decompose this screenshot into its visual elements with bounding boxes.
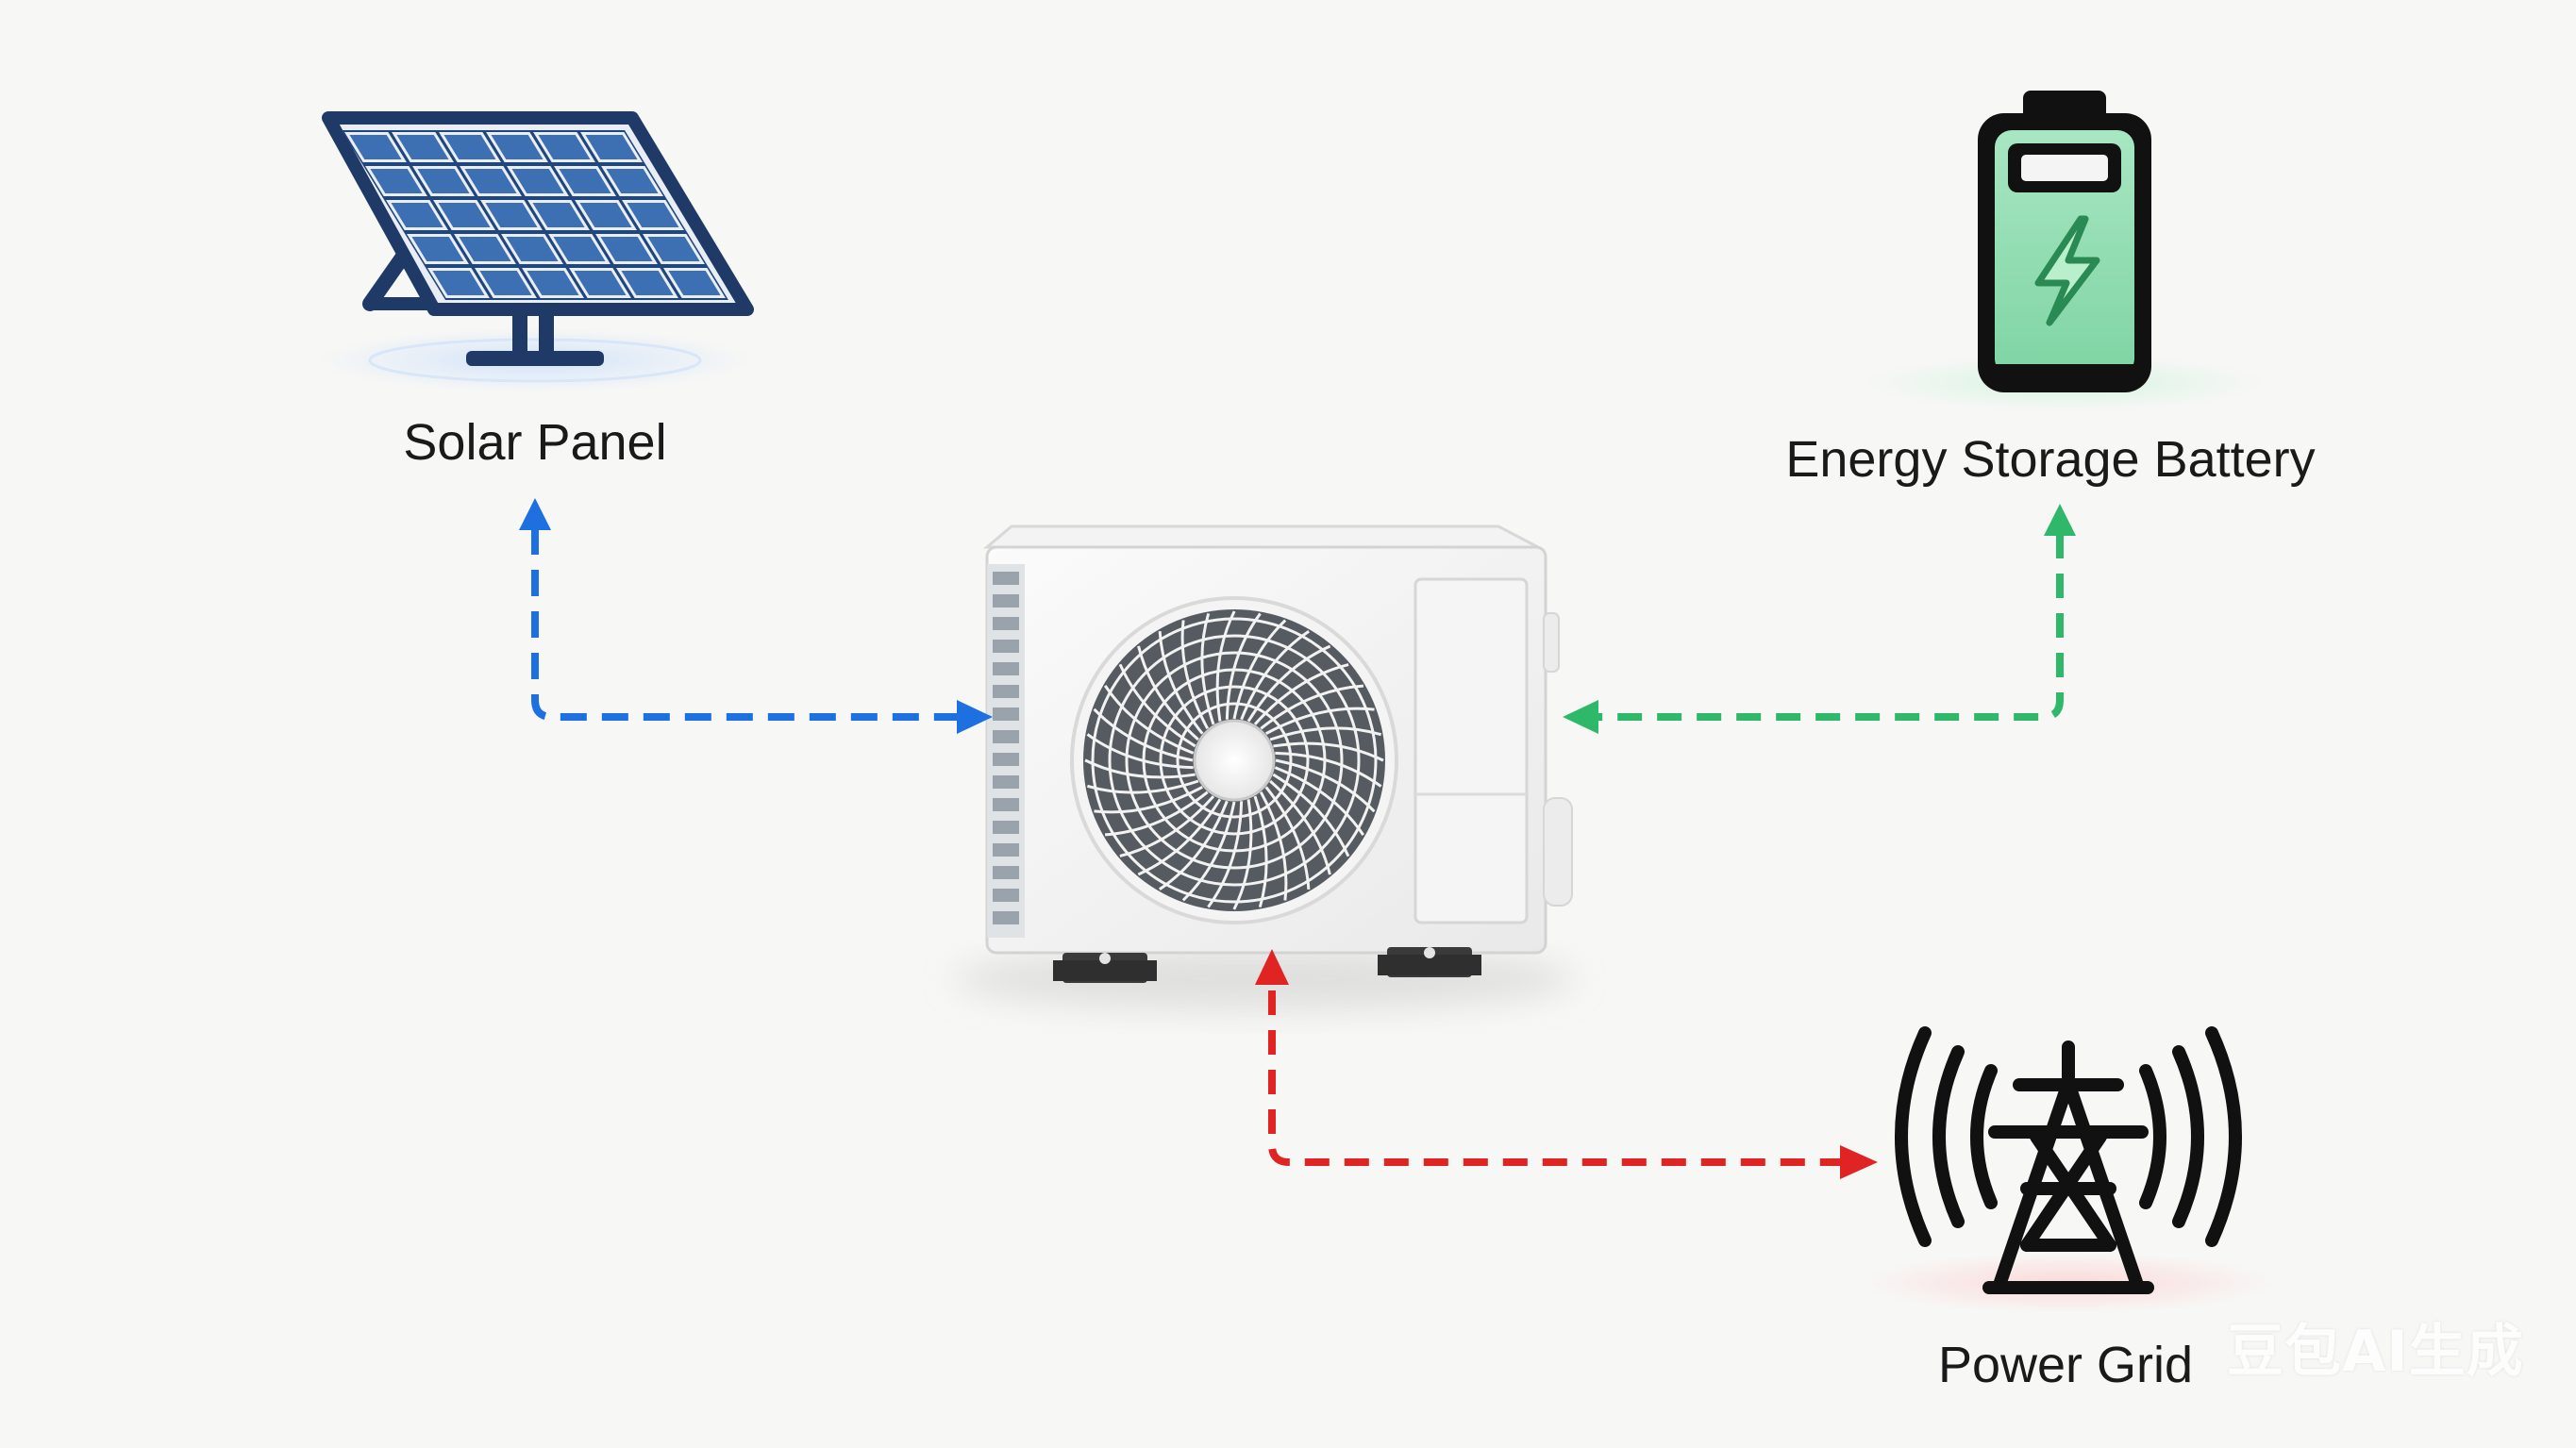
vent-slot — [993, 798, 1019, 811]
fan-spoke — [1253, 795, 1268, 908]
grid-to-unit-connection — [1255, 949, 1878, 1179]
solar-cell — [412, 165, 475, 197]
fan-spoke — [1207, 801, 1244, 908]
solar-cell — [486, 131, 548, 163]
fan-ring — [1125, 651, 1344, 870]
fan-spoke — [1232, 799, 1253, 910]
fan-spoke — [1086, 733, 1194, 770]
fan-spoke — [1260, 684, 1364, 730]
solar-cell — [595, 233, 658, 265]
solar-cell — [554, 165, 616, 197]
fan-spoke — [1118, 663, 1196, 748]
fan-ring — [1091, 617, 1378, 904]
solar-cell — [475, 267, 537, 299]
watermark-text: 豆包AI生成 — [2227, 1319, 2524, 1385]
solar-cell — [392, 131, 454, 163]
transmission-tower-icon — [1861, 1026, 2276, 1313]
fan-spoke — [1180, 620, 1210, 730]
fan-spoke — [1264, 707, 1375, 736]
fan-spoke — [1264, 786, 1311, 890]
fan-spoke — [1137, 645, 1199, 741]
solar-cell — [548, 233, 611, 265]
solar-cell — [533, 131, 595, 163]
solar-cell — [622, 199, 684, 231]
fan-spoke — [1094, 785, 1204, 814]
solar-cell — [439, 131, 501, 163]
vent-slot — [993, 617, 1019, 630]
battery-charging-icon — [1866, 91, 2263, 411]
vent-slot — [993, 707, 1019, 721]
vent-slot — [993, 685, 1019, 698]
vent-slot — [993, 889, 1019, 902]
fan-spoke — [1272, 773, 1350, 857]
fan-ring — [1159, 685, 1310, 836]
fan-spoke — [1274, 766, 1365, 836]
vent-slot — [993, 866, 1019, 879]
fan-spoke — [1200, 612, 1215, 725]
fan-spoke — [1104, 791, 1209, 837]
energy-storage-battery-label: Energy Storage Battery — [1785, 431, 2316, 488]
solar-cell — [575, 199, 637, 231]
fan-spoke — [1084, 758, 1196, 779]
solar-cell — [365, 165, 427, 197]
vent-slot — [993, 730, 1019, 743]
vent-slot — [993, 640, 1019, 653]
solar-cell — [569, 267, 631, 299]
fan-spoke — [1259, 791, 1288, 901]
fan-spoke — [1240, 629, 1310, 721]
solar-panel-label: Solar Panel — [403, 414, 667, 471]
solar-cell — [344, 131, 407, 163]
vent-slot — [993, 843, 1019, 857]
fan-spoke — [1103, 685, 1195, 755]
vent-slot — [993, 572, 1019, 585]
air-conditioner-outdoor-unit-icon — [953, 524, 1576, 1009]
solar-cell — [433, 199, 495, 231]
fan-spoke — [1159, 800, 1229, 891]
vent-slot — [993, 662, 1019, 675]
solar-cell — [501, 233, 563, 265]
fan-spoke — [1269, 779, 1331, 875]
fan-spoke — [1137, 798, 1222, 876]
fan-spoke — [1093, 707, 1194, 762]
battery-to-unit-connection — [1563, 504, 2076, 734]
fan-ring — [1108, 634, 1361, 887]
fan-spoke — [1232, 619, 1287, 720]
fan-spoke — [1269, 726, 1382, 741]
solar-cell — [527, 199, 590, 231]
fan-ring — [1176, 702, 1293, 819]
fan-spoke — [1119, 795, 1215, 857]
vent-slot — [993, 753, 1019, 766]
solar-panel-icon — [318, 111, 754, 392]
fan-spoke — [1181, 801, 1236, 902]
solar-cell — [386, 199, 448, 231]
fan-spoke — [1275, 758, 1376, 813]
solar-cell — [427, 267, 490, 299]
power-grid-label: Power Grid — [1937, 1337, 2194, 1393]
solar-cell — [480, 199, 543, 231]
solar-cell — [454, 233, 516, 265]
vent-slot — [993, 911, 1019, 924]
solar-to-unit-connection — [519, 498, 993, 734]
solar-cell — [643, 233, 705, 265]
fan-spoke — [1275, 751, 1382, 788]
fan-spoke — [1225, 612, 1262, 720]
solar-cell — [507, 165, 569, 197]
solar-cell — [407, 233, 469, 265]
solar-cell — [616, 267, 678, 299]
fan-spoke — [1246, 644, 1331, 723]
solar-cell — [460, 165, 522, 197]
fan-spoke — [1215, 610, 1236, 722]
fan-spoke — [1253, 663, 1349, 725]
vent-slot — [993, 594, 1019, 607]
vent-slot — [993, 821, 1019, 834]
solar-cell — [522, 267, 584, 299]
solar-cell — [580, 131, 643, 163]
vent-slot — [993, 775, 1019, 789]
fan-spoke — [1273, 741, 1384, 762]
fan-spoke — [1086, 779, 1199, 794]
solar-cell — [601, 165, 663, 197]
fan-spoke — [1158, 630, 1204, 735]
solar-cell — [663, 267, 726, 299]
